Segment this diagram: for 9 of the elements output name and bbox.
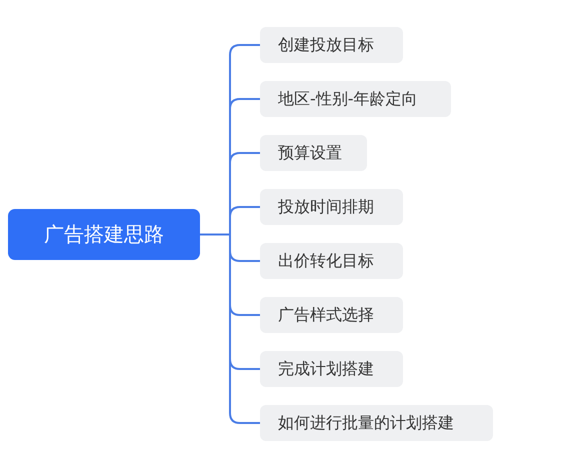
subtopic-box: 完成计划搭建 bbox=[260, 351, 403, 387]
subtopic-box: 地区-性别-年龄定向 bbox=[260, 81, 451, 117]
subtopic-box: 预算设置 bbox=[260, 135, 367, 171]
subtopic-box: 创建投放目标 bbox=[260, 27, 403, 63]
subtopic-box: 出价转化目标 bbox=[260, 243, 403, 279]
root-topic-box: 广告搭建思路 bbox=[8, 209, 200, 260]
subtopic-box: 投放时间排期 bbox=[260, 189, 403, 225]
subtopic-box: 如何进行批量的计划搭建 bbox=[260, 405, 493, 441]
subtopic-box: 广告样式选择 bbox=[260, 297, 403, 333]
